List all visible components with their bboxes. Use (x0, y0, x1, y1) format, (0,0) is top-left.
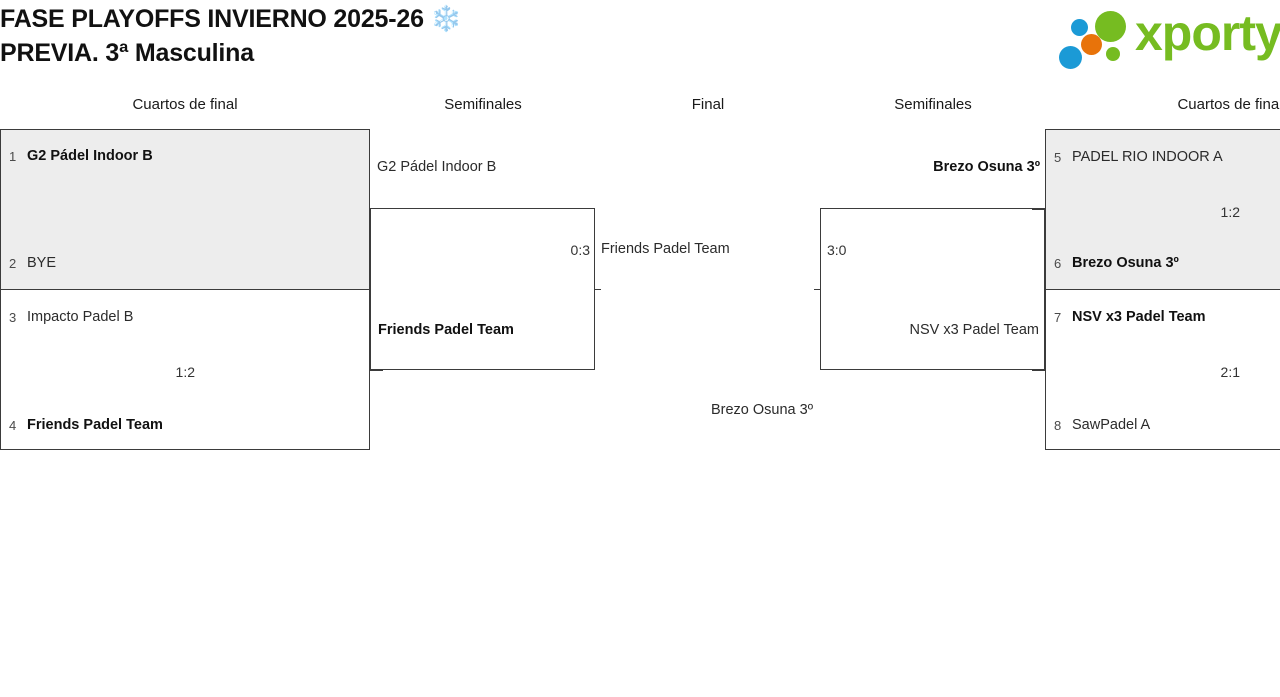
round-header-semifinales-right: Semifinales (894, 96, 972, 113)
connector-left-qf2 (370, 370, 383, 371)
round-header-cuartos-right: Cuartos de final (1177, 96, 1280, 113)
team-name-top: G2 Pádel Indoor B (27, 148, 153, 164)
connector-right-sf (814, 289, 820, 290)
team-name-bottom: Friends Padel Team (27, 417, 163, 433)
seed-number: 3 (9, 310, 17, 325)
logo-dot-green-small-icon (1106, 47, 1120, 61)
logo-dot-blue-bottom-icon (1059, 46, 1082, 69)
team-name-left-semifinal-top: G2 Pádel Indoor B (377, 159, 497, 175)
team-name-final-top: Friends Padel Team (601, 241, 730, 257)
xporty-logo[interactable]: xporty (1043, 5, 1280, 70)
seed-number: 8 (1054, 418, 1062, 433)
team-name-right-semifinal-top: Brezo Osuna 3º (933, 159, 1040, 175)
match-score: 0:3 (570, 242, 590, 258)
match-box-left-semifinal[interactable]: 0:3 Friends Padel Team (370, 208, 595, 370)
seed-number: 1 (9, 149, 17, 164)
match-box-right-qf-1[interactable]: 5 PADEL RIO INDOOR A 1:2 6 Brezo Osuna 3… (1045, 129, 1280, 290)
team-name-bottom: Friends Padel Team (378, 322, 514, 338)
logo-dots-icon (1053, 11, 1131, 69)
round-header-semifinales-left: Semifinales (444, 96, 522, 113)
match-box-right-semifinal[interactable]: 3:0 NSV x3 Padel Team (820, 208, 1045, 370)
match-score: 3:0 (827, 242, 847, 258)
team-name-final-bottom: Brezo Osuna 3º (710, 402, 813, 418)
seed-number: 7 (1054, 310, 1062, 325)
team-name-bottom: NSV x3 Padel Team (909, 322, 1040, 338)
round-header-final: Final (691, 96, 725, 113)
team-name-bottom: BYE (27, 255, 57, 271)
team-name-top: NSV x3 Padel Team (1072, 309, 1206, 325)
seed-number: 4 (9, 418, 17, 433)
page-title: FASE PLAYOFFS INVIERNO 2025-26 ❄️ PREVIA… (0, 5, 462, 67)
team-name-top: PADEL RIO INDOOR A (1072, 149, 1223, 165)
seed-number: 5 (1054, 150, 1062, 165)
match-score: 2:1 (1220, 364, 1240, 380)
logo-dot-blue-top-icon (1071, 19, 1088, 36)
seed-number: 6 (1054, 256, 1062, 271)
logo-wordmark: xporty (1135, 5, 1280, 61)
match-box-left-qf-1[interactable]: 1 G2 Pádel Indoor B 2 BYE (0, 129, 370, 290)
match-score: 1:2 (175, 364, 195, 380)
team-name-bottom: SawPadel A (1072, 417, 1151, 433)
round-header-cuartos-left: Cuartos de final (132, 96, 238, 113)
match-box-left-qf-2[interactable]: 3 Impacto Padel B 1:2 4 Friends Padel Te… (0, 289, 370, 450)
logo-dot-green-large-icon (1095, 11, 1126, 42)
match-score: 1:2 (1220, 204, 1240, 220)
connector-left-sf (595, 289, 601, 290)
logo-dot-orange-icon (1081, 34, 1102, 55)
team-name-top: Impacto Padel B (27, 309, 134, 325)
team-name-bottom: Brezo Osuna 3º (1072, 255, 1179, 271)
match-box-right-qf-2[interactable]: 7 NSV x3 Padel Team 2:1 8 SawPadel A (1045, 289, 1280, 450)
seed-number: 2 (9, 256, 17, 271)
connector-right-qf2 (1032, 370, 1045, 371)
connector-right-qf1 (1032, 209, 1045, 210)
